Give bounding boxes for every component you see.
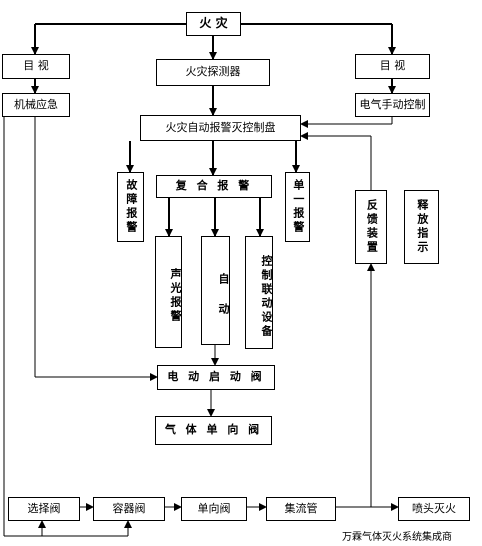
feedback-device-box: 反馈装置: [355, 190, 387, 264]
nozzle-extinguish-box: 喷头灭火: [398, 497, 470, 521]
footer-caption: 万霖气体灭火系统集成商: [342, 532, 452, 543]
compound-alarm-box: 复 合 报 警: [156, 175, 272, 198]
electric-manual-box: 电气手动控制: [355, 93, 430, 117]
auto-alarm-panel-box: 火灾自动报警灭控制盘: [140, 115, 301, 141]
check-valve-box: 单向阀: [181, 497, 247, 521]
fire-box: 火 灾: [186, 12, 241, 36]
release-indicator-box: 释放指示: [404, 190, 439, 264]
manifold-box: 集流管: [266, 497, 336, 521]
selector-valve-box: 选择阀: [8, 497, 80, 521]
single-alarm-box: 单一报警: [285, 172, 310, 242]
visual-left-box: 目 视: [2, 54, 70, 79]
fire-detector-box: 火灾探测器: [156, 59, 270, 86]
automatic-box: 自 动: [201, 236, 230, 345]
mechanical-emergency-box: 机械应急: [2, 93, 70, 117]
visual-right-box: 目 视: [355, 54, 430, 79]
electric-start-valve-box: 电 动 启 动 阀: [157, 365, 275, 390]
gas-check-valve-box: 气 体 单 向 阀: [155, 416, 272, 445]
container-valve-box: 容器阀: [93, 497, 165, 521]
fault-alarm-box: 故障报警: [117, 172, 144, 242]
linkage-equipment-box: 控制联动设备: [245, 236, 273, 349]
sound-light-alarm-box: 声光报警: [155, 236, 182, 348]
